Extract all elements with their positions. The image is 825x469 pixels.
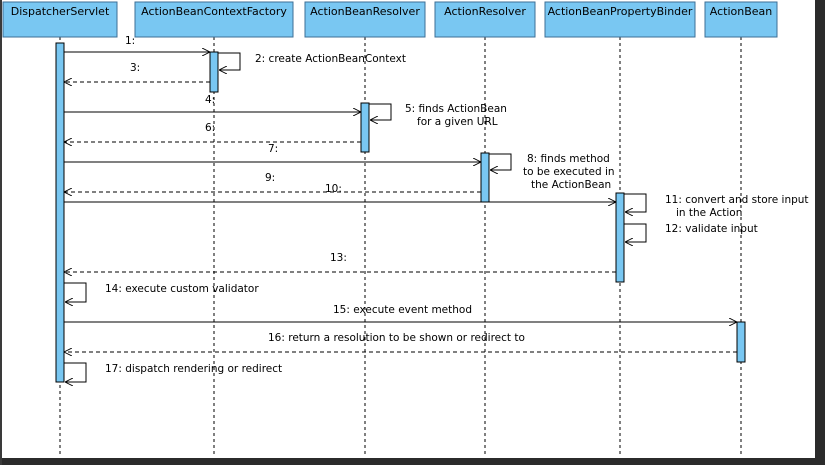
participant-abcf[interactable]: ActionBeanContextFactory	[134, 1, 294, 38]
message-label: 9:	[265, 172, 275, 184]
activation-bar-ds	[55, 42, 65, 383]
self-call-arrow	[64, 282, 87, 302]
participant-box	[134, 1, 294, 38]
participant-ar[interactable]: ActionResolver	[434, 1, 536, 38]
participant-box	[434, 1, 536, 38]
window-frame-bottom	[0, 458, 825, 465]
self-call-arrow	[624, 193, 647, 212]
participant-label: ActionResolver	[444, 5, 526, 18]
message-label: 13:	[330, 252, 347, 264]
message-3[interactable]: 3:	[64, 62, 210, 82]
message-10[interactable]: 10:	[64, 183, 616, 202]
participant-abr[interactable]: ActionBeanResolver	[304, 1, 426, 38]
self-call-arrow	[489, 153, 512, 170]
window-frame-left	[0, 0, 2, 465]
message-6[interactable]: 6:	[64, 122, 361, 142]
message-label: 7:	[268, 143, 278, 155]
message-4[interactable]: 4:	[64, 94, 361, 112]
participant-label: ActionBean	[710, 5, 773, 18]
message-label: 1:	[125, 35, 135, 47]
activation-bar-ar	[480, 152, 490, 203]
participant-box	[544, 1, 696, 38]
self-call-arrow	[624, 223, 647, 242]
message-17[interactable]: 17: dispatch rendering or redirect	[64, 362, 282, 382]
self-call-arrow	[369, 103, 392, 120]
message-label: 16: return a resolution to be shown or r…	[268, 332, 525, 344]
message-label: 4:	[205, 94, 215, 106]
activation-bar-abr	[360, 102, 370, 153]
participant-box	[304, 1, 426, 38]
participant-ds[interactable]: DispatcherServlet	[2, 1, 118, 38]
self-call-arrow	[64, 362, 87, 382]
activation-bar-abcf	[209, 51, 219, 93]
participant-abpb[interactable]: ActionBeanPropertyBinder	[544, 1, 696, 38]
participant-label: ActionBeanContextFactory	[141, 5, 287, 18]
message-2[interactable]: 2: create ActionBeanContext	[218, 52, 406, 70]
message-label: 3:	[130, 62, 140, 74]
participant-label: DispatcherServlet	[11, 5, 110, 18]
message-15[interactable]: 15: execute event method	[64, 304, 737, 322]
window-frame-right	[815, 0, 825, 465]
message-1[interactable]: 1:	[64, 35, 210, 52]
message-9[interactable]: 9:	[64, 172, 481, 192]
message-label: 15: execute event method	[333, 304, 472, 316]
message-12[interactable]: 12: validate input	[624, 223, 758, 242]
message-14[interactable]: 14: execute custom validator	[64, 282, 259, 302]
activation-bar-abpb	[615, 192, 625, 283]
participant-label: ActionBeanPropertyBinder	[548, 5, 693, 18]
message-label: 12: validate input	[665, 223, 758, 235]
message-label: 2: create ActionBeanContext	[255, 53, 406, 65]
message-7[interactable]: 7:	[64, 143, 481, 162]
message-label: 14: execute custom validator	[105, 283, 259, 295]
message-label: 10:	[325, 183, 342, 195]
participant-label: ActionBeanResolver	[310, 5, 420, 18]
participant-ab[interactable]: ActionBean	[704, 1, 778, 38]
message-16[interactable]: 16: return a resolution to be shown or r…	[64, 332, 737, 352]
self-call-arrow	[218, 52, 241, 70]
message-13[interactable]: 13:	[64, 252, 616, 272]
message-label: 6:	[205, 122, 215, 134]
participant-box	[704, 1, 778, 38]
message-label: 17: dispatch rendering or redirect	[105, 363, 282, 375]
activation-bar-ab	[736, 321, 746, 363]
participant-box	[2, 1, 118, 38]
